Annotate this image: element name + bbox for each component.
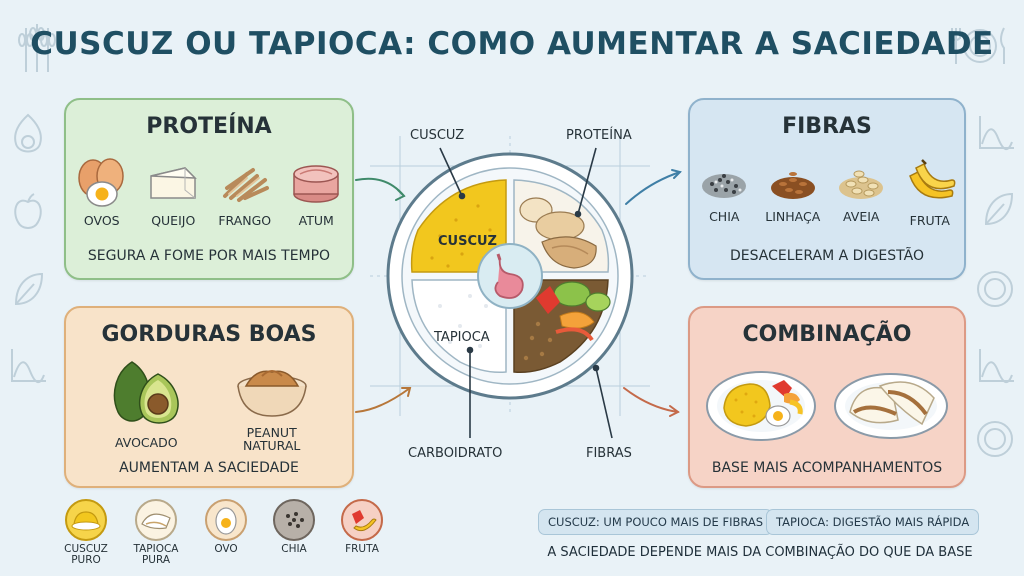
chia-item: CHIA (690, 156, 759, 227)
gorduras-title: GORDURAS BOAS (101, 322, 317, 347)
avocado-outline-icon (14, 113, 42, 153)
fruit-circle-icon (341, 499, 383, 541)
bottom-icon-fruta: FRUTA (322, 498, 402, 555)
ovos-label: OVOS (83, 213, 120, 228)
footer-note: A SACIEDADE DEPENDE MAIS DA COMBINAÇÃO D… (547, 545, 973, 560)
gorduras-caption: AUMENTAM A SACIEDADE (119, 460, 299, 476)
chart-outline-icon (11, 349, 46, 383)
avocado-label: AVOCADO (114, 435, 178, 450)
fibras-panel: FIBRAS CHIA LINHAÇA AVEIA (688, 98, 966, 280)
pill-cuscuz: CUSCUZ: UM POUCO MAIS DE FIBRAS (538, 509, 774, 535)
flaxseed-icon (770, 172, 815, 199)
plate-label-fibras: FIBRAS (586, 446, 632, 461)
frango-item: FRANGO (210, 156, 280, 227)
proteina-panel: PROTEÍNA OVOS QUEIJO (64, 98, 354, 280)
bottom-label-chia: CHIA (281, 543, 307, 555)
avocado-item: AVOCADO (101, 358, 191, 452)
oats-icon (839, 170, 884, 199)
cheese-icon (150, 167, 198, 199)
chart-outline-icon-right (979, 116, 1014, 150)
shredded-chicken-icon (222, 168, 269, 202)
plate-label-carboidrato: CARBOIDRATO (408, 446, 503, 461)
eggs-icon (78, 158, 124, 207)
fibras-caption: DESACELERAM A DIGESTÃO (730, 248, 924, 264)
bottom-icon-ovo: OVO (186, 498, 266, 555)
atum-label: ATUM (298, 213, 334, 228)
linhaca-item: LINHAÇA (759, 156, 828, 227)
fruta-item: FRUTA (896, 156, 965, 227)
bottom-label-tapioca: TAPIOCA PURA (133, 543, 179, 567)
plate-outline-icon-right (977, 271, 1013, 307)
combinacao-title: COMBINAÇÃO (742, 322, 912, 347)
queijo-label: QUEIJO (151, 213, 196, 228)
tapioca-plate-combo-icon (834, 373, 948, 439)
avocado-icon (114, 361, 180, 424)
chia-label: CHIA (709, 209, 740, 224)
tuna-icon (293, 165, 339, 203)
frango-label: FRANGO (218, 213, 272, 228)
leaf-outline-icon-right (984, 192, 1014, 226)
proteina-caption: SEGURA A FOME POR MAIS TEMPO (87, 248, 331, 264)
aveia-item: AVEIA (827, 156, 896, 227)
egg-circle-icon (205, 499, 247, 541)
combinacao-panel: COMBINAÇÃO BASE MAIS ACOMPANHAMENTOS (688, 306, 966, 488)
plate-label-cuscuz-top: CUSCUZ (410, 128, 465, 143)
plate-label-tapioca-inside: TAPIOCA (434, 330, 490, 345)
wheat-icon (18, 24, 56, 72)
fruta-label: FRUTA (909, 213, 950, 228)
bottom-icon-cuscuz: CUSCUZ PURO (46, 498, 126, 566)
plate-diagram (370, 136, 650, 416)
bottom-label-cuscuz: CUSCUZ PURO (64, 543, 108, 567)
tapioca-circle-icon (135, 499, 177, 541)
page-title: CUSCUZ OU TAPIOCA: COMO AUMENTAR A SACIE… (30, 26, 994, 62)
chia-seeds-icon (702, 174, 747, 198)
fibras-title: FIBRAS (782, 114, 872, 139)
linhaca-label: LINHAÇA (765, 209, 821, 224)
queijo-item: QUEIJO (138, 156, 208, 227)
bottom-icon-chia: CHIA (254, 498, 334, 555)
cuscuz-plate-combo-icon (706, 371, 816, 441)
peanut-item: PEANUT NATURAL (227, 358, 317, 452)
plate-label-proteina-top: PROTEÍNA (566, 128, 632, 143)
chia-circle-icon (273, 499, 315, 541)
leaf-outline-icon (14, 272, 44, 306)
ovos-item: OVOS (67, 156, 137, 227)
pill-tapioca: TAPIOCA: DIGESTÃO MAIS RÁPIDA (766, 509, 980, 535)
aveia-label: AVEIA (843, 209, 880, 224)
proteina-title: PROTEÍNA (146, 114, 272, 139)
peanut-butter-bowl-icon (236, 370, 307, 417)
bottom-label-ovo: OVO (214, 543, 238, 555)
apple-outline-icon (14, 193, 42, 229)
banana-icon (908, 159, 956, 199)
peanut-label: PEANUT NATURAL (242, 425, 301, 454)
combinacao-caption: BASE MAIS ACOMPANHAMENTOS (711, 460, 943, 476)
chart-outline-icon-right-2 (979, 349, 1014, 383)
gorduras-panel: GORDURAS BOAS AVOCADO PEANUT NATURAL AUM… (64, 306, 354, 488)
bottom-icon-tapioca: TAPIOCA PURA (116, 498, 196, 566)
bottom-label-fruta: FRUTA (345, 543, 379, 555)
plate-outline-icon-right-2 (977, 421, 1013, 457)
plate-cutlery-icon (951, 27, 1005, 64)
cuscuz-circle-icon (65, 499, 107, 541)
plate-label-cuscuz-inside: CUSCUZ (438, 234, 497, 249)
atum-item: ATUM (281, 156, 351, 227)
